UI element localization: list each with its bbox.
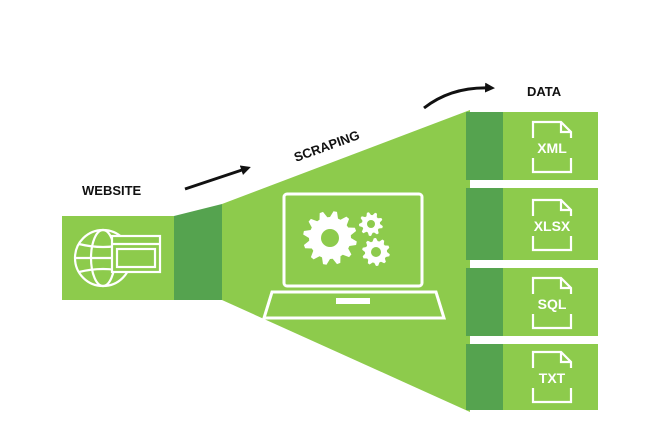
website-connector	[174, 204, 222, 300]
globe-browser-icon	[73, 228, 162, 288]
xml-file-icon: XML	[525, 120, 579, 174]
xml-label: XML	[537, 140, 567, 156]
website-label: WEBSITE	[82, 183, 142, 198]
txt-label: TXT	[539, 370, 566, 386]
small-gear-icon	[359, 212, 383, 236]
sql-connector	[466, 268, 503, 336]
xlsx-label: XLSX	[534, 218, 571, 234]
small-gear-icon-lower	[362, 238, 390, 266]
arrow-to-scraping-icon	[184, 165, 251, 191]
xlsx-file-icon: XLSX	[523, 198, 581, 252]
laptop-gears-icon	[261, 192, 447, 320]
sql-label: SQL	[538, 296, 567, 312]
data-label: DATA	[527, 84, 562, 99]
large-gear-icon	[303, 211, 357, 265]
arrow-to-data-icon	[423, 82, 495, 110]
txt-file-icon: TXT	[525, 350, 579, 404]
scraping-funnel	[222, 110, 470, 412]
xml-connector	[466, 112, 503, 180]
txt-connector	[466, 344, 503, 410]
sql-file-icon: SQL	[525, 276, 579, 330]
xlsx-connector	[466, 188, 503, 260]
